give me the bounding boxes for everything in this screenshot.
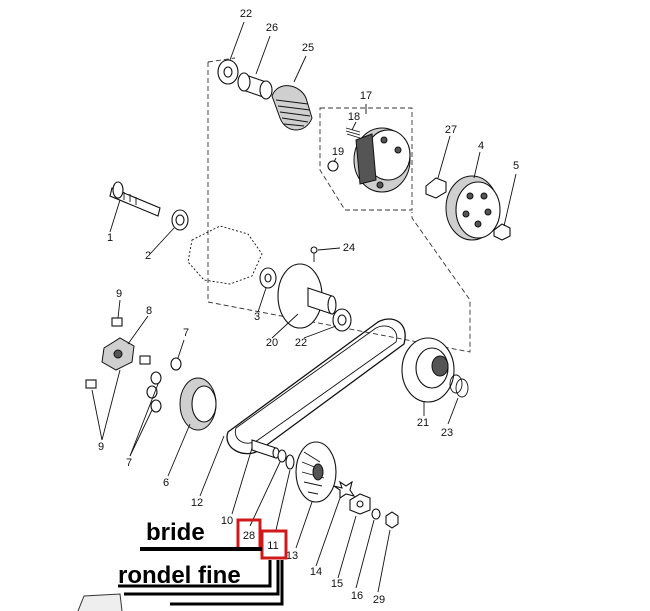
part-number-16: 16: [351, 590, 363, 602]
part-14-star-washer: [333, 480, 356, 500]
part-18-small-spring: [345, 127, 361, 139]
part-29-nut: [385, 511, 399, 529]
leader-lines: [91, 21, 517, 593]
part-number-1: 1: [107, 232, 113, 244]
drive-belt: [226, 318, 406, 455]
part-27-nut: [425, 177, 447, 199]
corner-stamp-fragment: [77, 593, 123, 611]
part-6-movable-sheave: [179, 377, 217, 431]
part-22-lower-washer: [332, 308, 352, 332]
part-7-rollers: [146, 357, 182, 413]
part-number-21: 21: [417, 417, 429, 429]
annotation-rondel-fine: rondel fine: [118, 562, 241, 589]
part-number-25: 25: [302, 42, 314, 54]
part-number-11: 11: [267, 540, 278, 552]
rondel-bracket-bottom: [170, 560, 284, 606]
part-26-bushing: [237, 72, 273, 100]
part-number-12: 12: [191, 497, 203, 509]
part-number-27: 27: [445, 124, 457, 136]
part-8-ramp-plate: [101, 337, 135, 371]
highlight-box-11: [260, 529, 288, 560]
part-number-26: 26: [266, 22, 278, 34]
crankcase-ghost-outline: [187, 225, 263, 285]
part-number-labels: 22 26 25 17 18 19 27 4 5 1 2 24 3 20 22 …: [98, 8, 519, 606]
part-2-bearing: [171, 209, 189, 231]
rondel-pointer-bracket: [118, 560, 280, 596]
part-number-7-bottom: 7: [126, 457, 132, 469]
part-number-23: 23: [441, 427, 453, 439]
part-9-slider-top: [111, 317, 123, 327]
part-9-slider-bottom: [85, 379, 97, 389]
annotation-bride: bride: [146, 519, 205, 546]
part-number-28: 28: [243, 530, 255, 542]
part-28-washer: [277, 449, 287, 463]
part-number-5: 5: [513, 160, 519, 172]
part-15-clutch-plate: [349, 493, 371, 515]
part-number-7-top: 7: [183, 327, 189, 339]
part-number-19: 19: [332, 146, 344, 158]
part-number-10: 10: [221, 515, 233, 527]
part-number-18: 18: [348, 111, 360, 123]
part-number-24: 24: [343, 242, 355, 254]
top-group-dashed-outline: [207, 62, 471, 353]
part-5-nut: [493, 223, 511, 241]
part-number-3: 3: [254, 311, 260, 323]
top-group-dashed-edge: [207, 57, 236, 63]
part-number-14: 14: [310, 566, 322, 578]
part-number-9-top: 9: [116, 288, 122, 300]
part-13-fan-pulley: [295, 441, 337, 503]
part-number-8: 8: [146, 305, 152, 317]
drive-belt-inner: [234, 325, 398, 444]
part-22-top-washer: [217, 59, 239, 85]
part-number-13: 13: [286, 550, 298, 562]
part-number-9-bottom: 9: [98, 441, 104, 453]
part-11-washer: [285, 454, 295, 470]
part-20-fixed-sheave: [277, 263, 337, 329]
part-17-clutch-assembly: [353, 127, 411, 193]
part-4-clutch-housing: [445, 175, 501, 241]
part-number-20: 20: [266, 337, 278, 349]
part-10-collar: [251, 439, 280, 459]
part-number-4: 4: [478, 140, 484, 152]
part-number-2: 2: [145, 250, 151, 262]
part-23-o-rings: [449, 374, 469, 398]
part-3-washer: [259, 267, 277, 289]
part-number-6: 6: [163, 477, 169, 489]
part-25-spring: [271, 85, 313, 131]
part-number-22-top: 22: [240, 8, 252, 20]
part-number-15: 15: [331, 578, 343, 590]
part-17-dashed-box: [319, 107, 413, 211]
part-1-shaft: [109, 181, 161, 217]
part-9-slider-mid: [139, 355, 151, 365]
part-19-clip: [327, 160, 339, 172]
part-24-bolt: [310, 246, 318, 262]
part-number-17: 17: [360, 90, 372, 102]
part-number-22-lower: 22: [295, 337, 307, 349]
part-21-driven-pulley: [401, 337, 455, 403]
part-number-29: 29: [373, 594, 385, 606]
part-16-washer: [371, 508, 381, 520]
